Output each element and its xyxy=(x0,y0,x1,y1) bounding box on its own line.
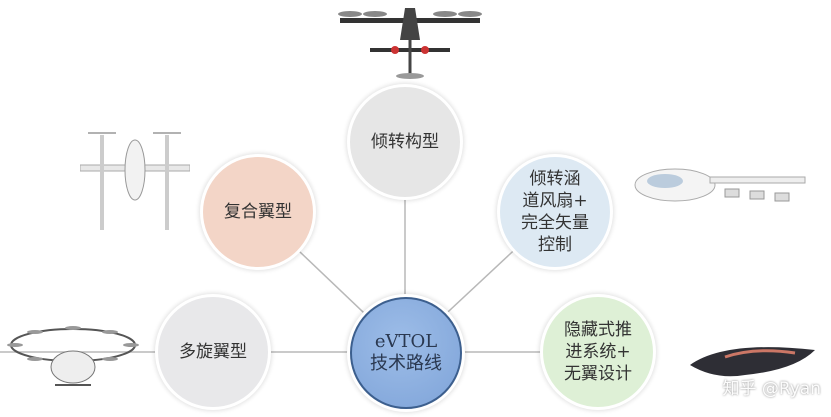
node-label: 多旋翼型 xyxy=(179,342,247,362)
tilt-rotor-aircraft-image xyxy=(338,8,482,79)
node-hidden-propulsion: 隐藏式推 进系统+ 无翼设计 xyxy=(543,297,653,407)
node-label: 倾转构型 xyxy=(371,132,439,152)
wingless-aircraft-image xyxy=(690,347,815,377)
compound-wing-aircraft-image xyxy=(80,132,190,230)
node-label: 隐藏式推 进系统+ 无翼设计 xyxy=(564,320,632,384)
node-multirotor: 多旋翼型 xyxy=(158,297,268,407)
node-tilt-duct: 倾转涵 道风扇+ 完全矢量 控制 xyxy=(500,157,610,267)
node-label: 复合翼型 xyxy=(224,202,292,222)
node-compound-wing: 复合翼型 xyxy=(203,157,313,267)
node-label: 倾转涵 道风扇+ 完全矢量 控制 xyxy=(521,169,589,255)
node-tilt-rotor: 倾转构型 xyxy=(350,87,460,197)
watermark: 知乎 @Ryan xyxy=(722,379,821,399)
multirotor-aircraft-image xyxy=(7,326,139,386)
center-title: eVTOL xyxy=(374,331,438,352)
center-subtitle: 技术路线 xyxy=(370,353,442,374)
tilt-duct-aircraft-image xyxy=(634,168,806,202)
